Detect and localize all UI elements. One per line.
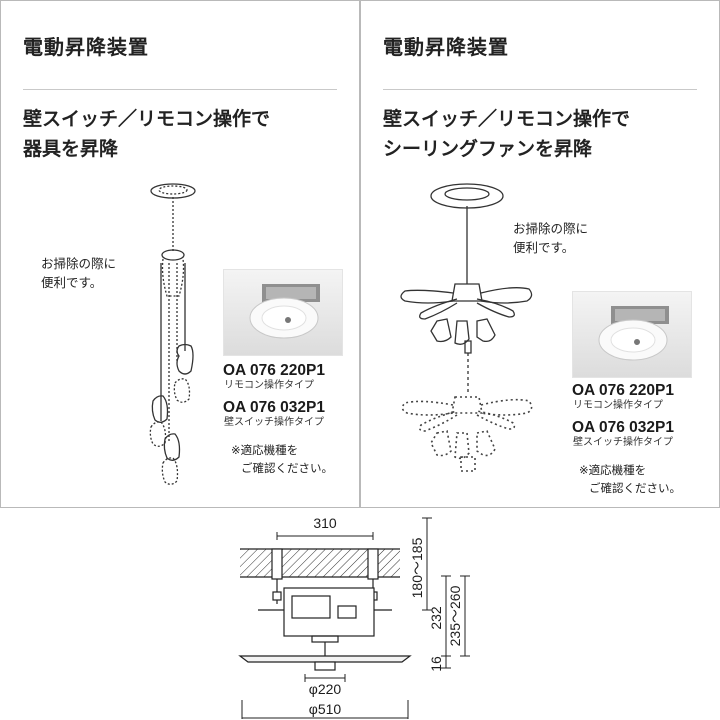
model-number: OA 076 220P1 — [223, 362, 325, 379]
dimension-diameter-510: φ510 — [309, 701, 342, 717]
subtitle-line: 壁スイッチ／リモコン操作で — [383, 108, 631, 130]
model-number: OA 076 032P1 — [572, 419, 674, 436]
pendant-lift-illustration — [149, 183, 196, 485]
lift-device-photo — [223, 269, 343, 356]
compatibility-note: ※適応機種を ご確認ください。 — [231, 441, 333, 477]
divider — [383, 89, 697, 90]
compatibility-line: ご確認ください。 — [589, 481, 681, 495]
dimension-diameter-220: φ220 — [309, 681, 342, 697]
dimension-310: 310 — [313, 515, 337, 531]
left-product-panel: 電動昇降装置 壁スイッチ／リモコン操作で 器具を昇降 お掃除の際に 便利です。 — [0, 0, 360, 508]
lift-device-photo — [572, 291, 692, 378]
dimension-232: 232 — [428, 606, 444, 630]
dimension-drawing: 310 φ220 φ510 180～185 232 235～260 16 — [238, 515, 470, 719]
model-description: 壁スイッチ操作タイプ — [224, 417, 324, 428]
subtitle-line: 器具を昇降 — [23, 138, 119, 160]
lift-device-image — [249, 284, 320, 339]
right-product-panel: 電動昇降装置 壁スイッチ／リモコン操作で シーリングファンを昇降 — [360, 0, 720, 508]
model-number: OA 076 220P1 — [572, 382, 674, 399]
model-description: リモコン操作タイプ — [224, 380, 314, 391]
subtitle-line: 壁スイッチ／リモコン操作で — [23, 108, 271, 130]
model-description: 壁スイッチ操作タイプ — [573, 437, 673, 448]
note-line: お掃除の際に — [41, 256, 117, 271]
compatibility-note: ※適応機種を ご確認ください。 — [579, 461, 681, 497]
model-number: OA 076 032P1 — [223, 399, 325, 416]
panel-subtitle: 壁スイッチ／リモコン操作で 器具を昇降 — [23, 104, 270, 164]
lift-device-image — [598, 306, 669, 361]
divider — [23, 89, 337, 90]
panel-title: 電動昇降装置 — [383, 35, 509, 59]
dimension-235-260: 235～260 — [447, 585, 463, 646]
compatibility-line: ※適応機種を — [231, 443, 299, 457]
compatibility-line: ※適応機種を — [579, 463, 647, 477]
note-line: お掃除の際に — [513, 221, 589, 236]
panel-subtitle: 壁スイッチ／リモコン操作で シーリングファンを昇降 — [383, 104, 630, 164]
ceiling-fan-lift-illustration — [400, 183, 533, 472]
cleaning-note: お掃除の際に 便利です。 — [41, 254, 116, 292]
model-description: リモコン操作タイプ — [573, 400, 663, 411]
compatibility-line: ご確認ください。 — [241, 461, 333, 475]
note-line: 便利です。 — [513, 240, 575, 255]
note-line: 便利です。 — [41, 275, 103, 290]
cleaning-note: お掃除の際に 便利です。 — [513, 219, 588, 257]
dimension-180-185: 180～185 — [409, 537, 425, 598]
dimension-16: 16 — [428, 656, 444, 672]
subtitle-line: シーリングファンを昇降 — [383, 138, 593, 160]
panel-title: 電動昇降装置 — [23, 35, 149, 59]
